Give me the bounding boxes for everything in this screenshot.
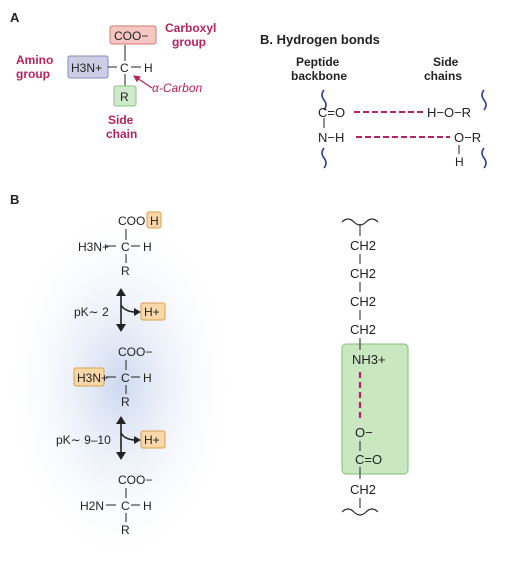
middle-coo: COO−	[118, 345, 152, 359]
side-chain-label-2: chain	[106, 127, 137, 141]
carboxyl-group-label-1: Carboxyl	[165, 21, 216, 35]
pk2-arrowhead-top	[116, 416, 126, 424]
pk1-arrowhead-bottom	[116, 324, 126, 332]
panel-b-label: B	[10, 192, 19, 207]
ch2-3: CH2	[350, 294, 376, 309]
pk1-label: pK∼ 2	[74, 305, 109, 319]
peptide-backbone-label-1: Peptide	[296, 55, 340, 69]
top-h-right: H	[143, 240, 152, 254]
hydrogen-bonds-panel: B. Hydrogen bonds Peptide backbone Side …	[260, 32, 487, 169]
carboxyl-box	[109, 25, 157, 45]
side-chain-box	[113, 85, 137, 107]
amino-formula: H3N+	[71, 61, 102, 75]
sidechain-wavy-right	[481, 89, 487, 111]
hydroxyl-hydrogen: H	[455, 155, 464, 169]
peptide-backbone-label-2: backbone	[291, 69, 347, 83]
ch2-1: CH2	[350, 238, 376, 253]
side-chains-label-1: Side	[433, 55, 459, 69]
pk2-proton-box	[140, 430, 166, 449]
panel-b: B COO H H3N+ C H R pK∼ 2 H+ COO− H3N+ C …	[2, 192, 238, 566]
hydrogen-atom: H	[144, 61, 153, 75]
hydroxyl-donor: H−O−R	[427, 105, 471, 120]
side-chain-r: R	[120, 90, 129, 104]
carboxylate-o: O−	[355, 425, 373, 440]
pk2-proton: H+	[144, 433, 160, 447]
bottom-h: H	[143, 499, 152, 513]
salt-bridge-diagram: CH2 CH2 CH2 CH2 NH3+ O− C=O CH2	[341, 218, 409, 516]
carbonyl-group: C=O	[318, 105, 345, 120]
pk1-arrowhead-top	[116, 288, 126, 296]
bottom-coo: COO−	[118, 473, 152, 487]
alpha-carbon-label: α-Carbon	[152, 81, 203, 95]
side-chains-label-2: chains	[424, 69, 462, 83]
carboxyl-group-label-2: group	[172, 35, 206, 49]
bottom-r: R	[121, 523, 130, 537]
middle-h3n-box	[73, 367, 105, 387]
backbone-wavy-left	[321, 89, 327, 111]
carboxyl-formula: COO−	[114, 29, 148, 43]
top-h-box	[146, 211, 162, 229]
amide-group: N−H	[318, 130, 344, 145]
carbonyl: C=O	[355, 452, 382, 467]
top-h3n: H3N+	[78, 240, 109, 254]
chain-wavy-bottom	[341, 508, 379, 516]
pk1-proton-box	[140, 302, 166, 321]
hydroxyl-acceptor: O−R	[454, 130, 481, 145]
top-coo: COO	[118, 214, 145, 228]
backbone-wavy-left-2	[321, 147, 327, 169]
top-h: H	[150, 214, 159, 228]
middle-h: H	[143, 371, 152, 385]
pk2-curve-head	[134, 436, 141, 444]
side-chain-label-1: Side	[108, 113, 134, 127]
ch2-5: CH2	[350, 482, 376, 497]
ch2-4: CH2	[350, 322, 376, 337]
alpha-carbon-arrow	[133, 75, 153, 89]
pk2-arrowhead-bottom	[116, 452, 126, 460]
panel-a-label: A	[10, 10, 20, 25]
amino-group-label-2: group	[16, 67, 50, 81]
top-r: R	[121, 264, 130, 278]
bottom-c: C	[121, 499, 130, 513]
top-c: C	[121, 240, 130, 254]
hydrogen-bonds-title: B. Hydrogen bonds	[260, 32, 380, 47]
ammonium: NH3+	[352, 352, 386, 367]
ch2-2: CH2	[350, 266, 376, 281]
salt-bridge-box	[341, 343, 409, 475]
alpha-carbon-atom: C	[120, 61, 129, 75]
pk2-label: pK∼ 9–10	[56, 433, 111, 447]
pk1-curve-head	[134, 308, 141, 316]
middle-c: C	[121, 371, 130, 385]
middle-r: R	[121, 395, 130, 409]
sidechain-wavy-right-2	[481, 147, 487, 169]
middle-h3n: H3N+	[77, 371, 108, 385]
pk1-proton: H+	[144, 305, 160, 319]
panel-a: A COO− H3N+ C H R Amino group Carboxyl g…	[10, 10, 216, 141]
amino-group-label-1: Amino	[16, 53, 53, 67]
bottom-h2n: H2N	[80, 499, 104, 513]
blue-haze	[2, 200, 238, 566]
